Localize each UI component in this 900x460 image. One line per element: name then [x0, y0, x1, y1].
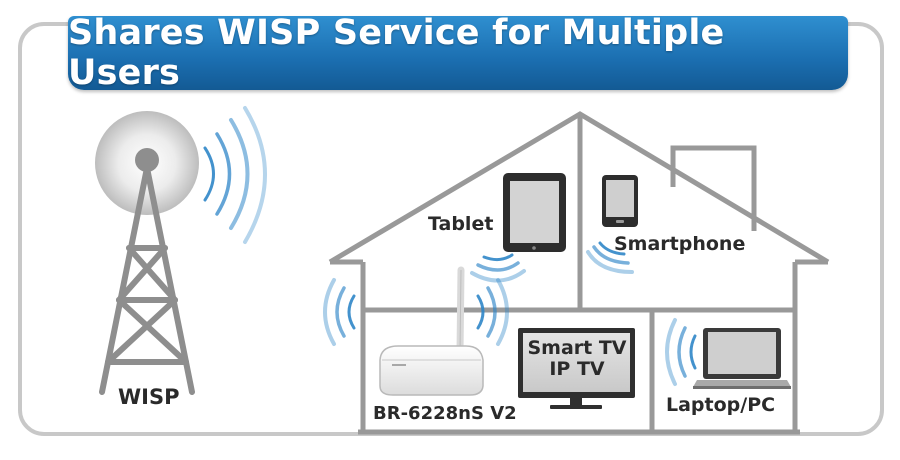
smartphone-signal-waves-icon	[586, 241, 634, 274]
wisp-label: WISP	[118, 385, 180, 409]
smart-tv-label-line1: Smart TV	[527, 337, 627, 359]
title-banner: Shares WISP Service for Multiple Users	[68, 13, 848, 93]
laptop-label: Laptop/PC	[666, 394, 776, 416]
laptop-signal-waves-icon	[665, 318, 697, 386]
tablet-icon	[503, 173, 566, 252]
tablet-label: Tablet	[428, 213, 494, 235]
tablet-signal-waves-icon	[470, 253, 526, 283]
router-signal-waves-icon	[323, 278, 509, 346]
router-icon	[379, 266, 484, 396]
house-outline	[328, 111, 830, 435]
wisp-signal-waves-icon	[203, 106, 267, 244]
smartphone-icon	[602, 175, 638, 227]
smart-tv-label-line2: IP TV	[549, 358, 605, 380]
wisp-tower-icon	[95, 111, 199, 395]
laptop-icon	[693, 328, 791, 389]
diagram-title: Shares WISP Service for Multiple Users	[68, 13, 725, 93]
router-label: BR-6228nS V2	[373, 403, 517, 424]
smart-tv-label: Smart TV IP TV	[524, 338, 630, 380]
smart-tv-icon	[518, 328, 635, 409]
smartphone-label: Smartphone	[614, 233, 746, 255]
